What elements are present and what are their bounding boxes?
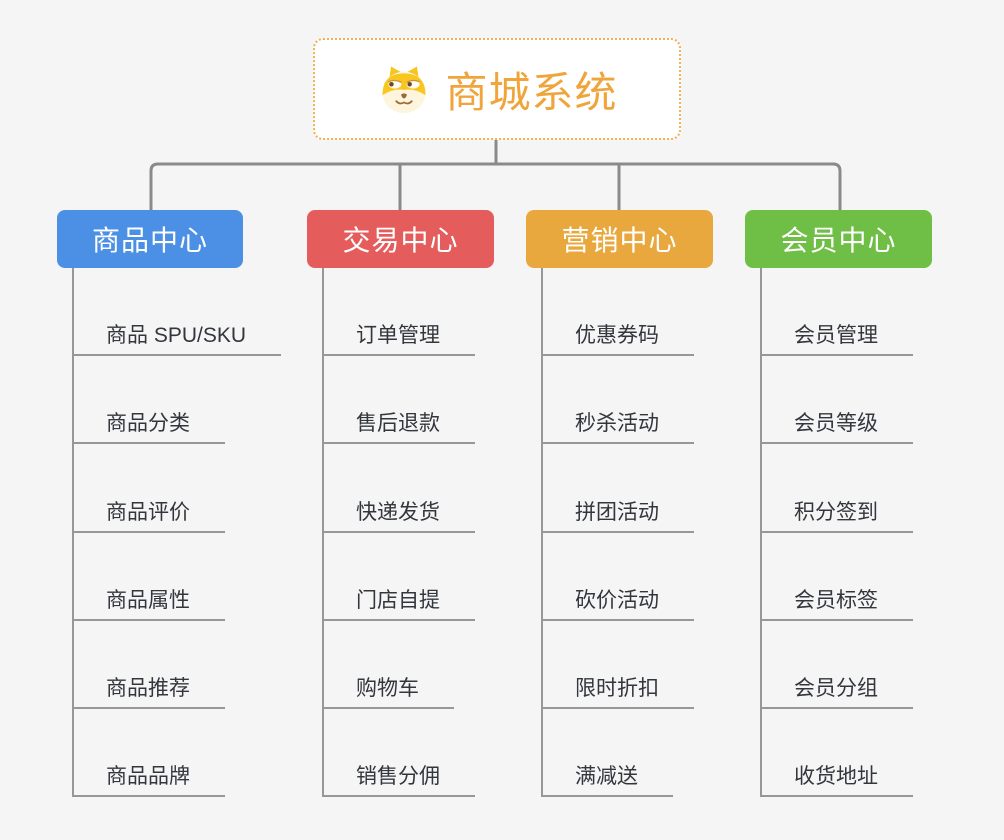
- sub-topic[interactable]: 会员管理: [762, 268, 913, 357]
- branch-node-marketing-center[interactable]: 营销中心: [526, 210, 713, 268]
- sub-topic[interactable]: 会员分组: [762, 621, 913, 709]
- sub-topic-list: 订单管理 售后退款 快递发货 门店自提 购物车 销售分佣: [322, 268, 475, 798]
- sub-topic[interactable]: 商品品牌: [74, 709, 225, 798]
- sub-topic[interactable]: 购物车: [324, 621, 454, 709]
- root-title: 商城系统: [445, 68, 618, 116]
- sub-topic[interactable]: 满减送: [543, 709, 673, 798]
- sub-topic-list: 会员管理 会员等级 积分签到 会员标签 会员分组 收货地址: [760, 268, 913, 798]
- sub-topic[interactable]: 会员等级: [762, 356, 913, 445]
- sub-topic[interactable]: 销售分佣: [324, 709, 475, 798]
- sub-topic[interactable]: 优惠券码: [543, 268, 694, 357]
- sub-topic[interactable]: 拼团活动: [543, 444, 694, 533]
- sub-topic-list: 商品 SPU/SKU 商品分类 商品评价 商品属性 商品推荐 商品品牌: [72, 268, 282, 798]
- sub-topic[interactable]: 商品属性: [74, 533, 225, 621]
- sub-topic[interactable]: 会员标签: [762, 533, 913, 621]
- sub-topic[interactable]: 收货地址: [762, 709, 913, 798]
- branch-node-trade-center[interactable]: 交易中心: [307, 210, 494, 268]
- root-node[interactable]: 商城系统: [313, 38, 681, 140]
- sub-topic[interactable]: 售后退款: [324, 356, 475, 445]
- sub-topic[interactable]: 快递发货: [324, 444, 475, 533]
- dog-face-icon: [376, 63, 432, 115]
- branch-column-trade: 交易中心 订单管理 售后退款 快递发货 门店自提 购物车 销售分佣: [307, 210, 494, 798]
- sub-topic[interactable]: 商品评价: [74, 444, 225, 533]
- sub-topic[interactable]: 秒杀活动: [543, 356, 694, 445]
- branch-node-member-center[interactable]: 会员中心: [745, 210, 932, 268]
- branch-column-product: 商品中心 商品 SPU/SKU 商品分类 商品评价 商品属性 商品推荐 商品品牌: [57, 210, 282, 798]
- sub-topic[interactable]: 商品 SPU/SKU: [74, 268, 282, 357]
- branch-column-member: 会员中心 会员管理 会员等级 积分签到 会员标签 会员分组 收货地址: [745, 210, 932, 798]
- branch-node-product-center[interactable]: 商品中心: [57, 210, 243, 268]
- sub-topic-list: 优惠券码 秒杀活动 拼团活动 砍价活动 限时折扣 满减送: [541, 268, 694, 798]
- sub-topic[interactable]: 砍价活动: [543, 533, 694, 621]
- sub-topic[interactable]: 限时折扣: [543, 621, 694, 709]
- sub-topic[interactable]: 积分签到: [762, 444, 913, 533]
- sub-topic[interactable]: 订单管理: [324, 268, 475, 357]
- sub-topic[interactable]: 门店自提: [324, 533, 475, 621]
- branch-column-marketing: 营销中心 优惠券码 秒杀活动 拼团活动 砍价活动 限时折扣 满减送: [526, 210, 713, 798]
- sub-topic[interactable]: 商品推荐: [74, 621, 225, 709]
- sub-topic[interactable]: 商品分类: [74, 356, 225, 445]
- connector-paths: [149, 139, 842, 211]
